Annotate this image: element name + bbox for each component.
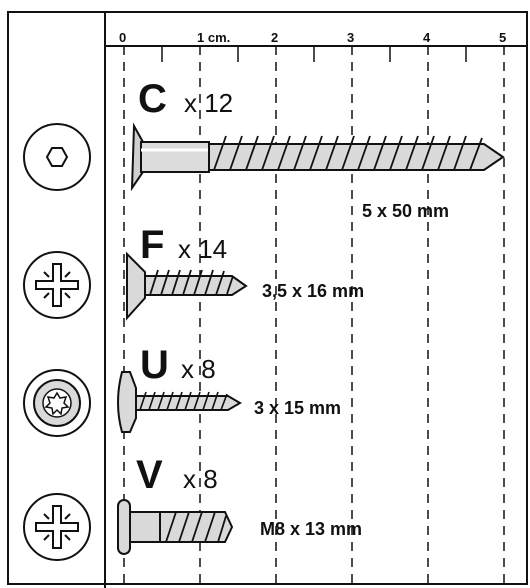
ruler-label-3: 3 [347, 30, 354, 45]
countersunk-screw-icon [126, 251, 248, 321]
ruler-label-1: 1 cm. [197, 30, 230, 45]
ruler-label-4: 4 [423, 30, 431, 45]
item-size: 3 x 15 mm [254, 398, 341, 418]
item-count: x 8 [181, 354, 216, 384]
pozidriv-icon [23, 493, 91, 561]
item-v: V x 8 M8 x 13 mm [23, 453, 362, 561]
item-letter: V [136, 453, 163, 497]
ruler-label-5: 5 [499, 30, 506, 45]
item-u: U x 8 3 x 15 mm [23, 343, 341, 437]
item-size: 3,5 x 16 mm [262, 281, 364, 301]
item-c: C x 12 5 x 50 mm [23, 77, 505, 221]
item-letter: U [140, 343, 169, 387]
item-letter: F [140, 223, 164, 267]
item-count: x 14 [178, 234, 227, 264]
pozidriv-icon [23, 251, 91, 319]
ruler-label-2: 2 [271, 30, 278, 45]
item-size: M8 x 13 mm [260, 519, 362, 539]
flange-screw-icon [117, 371, 242, 433]
item-count: x 12 [184, 88, 233, 118]
torx-icon [23, 369, 91, 437]
ruler-labels: 0 1 cm. 2 3 4 5 [119, 30, 506, 45]
item-size: 5 x 50 mm [362, 201, 449, 221]
item-f: F x 14 3,5 x 16 mm [23, 223, 364, 321]
hex-socket-icon [23, 123, 91, 191]
ruler-label-0: 0 [119, 30, 126, 45]
wood-screw-icon [130, 122, 505, 192]
outer-frame [7, 11, 528, 585]
item-count: x 8 [183, 464, 218, 494]
item-letter: C [138, 77, 167, 121]
connector-bolt-icon [117, 499, 234, 555]
ruler-ticks [161, 46, 467, 62]
ruler-guides [123, 46, 505, 588]
